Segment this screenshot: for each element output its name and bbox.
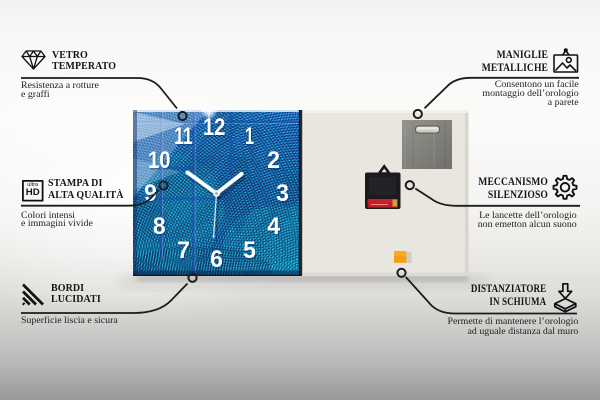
svg-text:12: 12 (204, 116, 227, 143)
svg-text:7: 7 (178, 239, 191, 266)
svg-text:5: 5 (244, 239, 257, 266)
svg-text:6: 6 (210, 246, 223, 273)
svg-text:4: 4 (267, 213, 280, 240)
svg-text:7: 7 (177, 237, 190, 264)
svg-text:8: 8 (153, 213, 166, 240)
svg-text:11: 11 (174, 123, 193, 150)
svg-text:11: 11 (175, 124, 194, 151)
svg-text:4: 4 (268, 215, 281, 242)
svg-text:3: 3 (276, 180, 289, 207)
svg-text:12: 12 (203, 114, 226, 141)
svg-text:1: 1 (246, 124, 255, 151)
svg-text:2: 2 (267, 147, 280, 174)
svg-text:10: 10 (149, 149, 172, 176)
svg-text:5: 5 (243, 237, 256, 264)
svg-text:10: 10 (148, 147, 171, 174)
svg-text:2: 2 (268, 149, 281, 176)
svg-text:8: 8 (154, 215, 167, 242)
svg-text:6: 6 (211, 248, 224, 275)
svg-text:1: 1 (245, 123, 254, 150)
svg-text:9: 9 (145, 182, 158, 209)
svg-text:3: 3 (277, 182, 290, 209)
